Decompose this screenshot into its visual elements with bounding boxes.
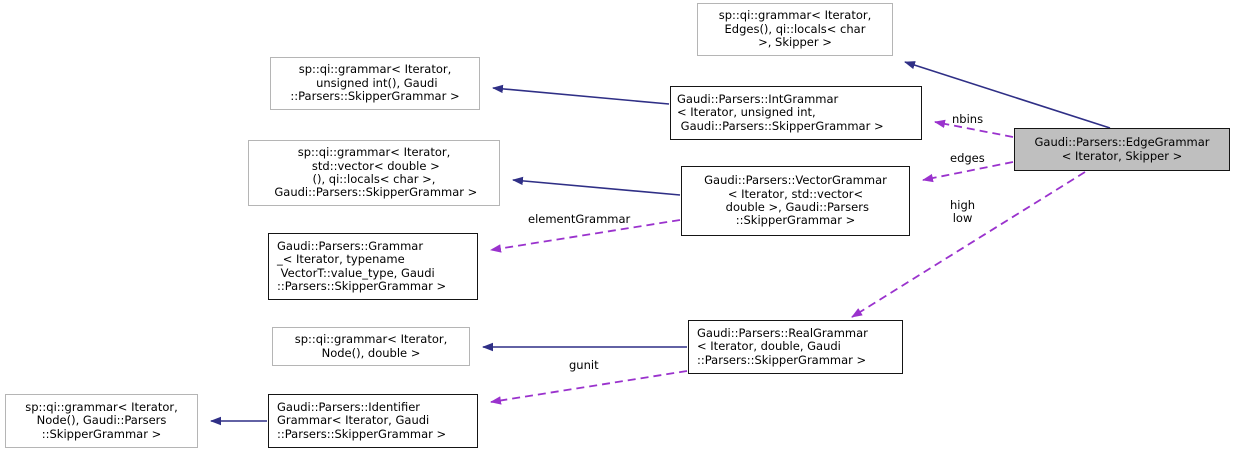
edge-label-element-grammar: elementGrammar <box>528 212 631 226</box>
class-node-vector-grammar[interactable]: Gaudi::Parsers::VectorGrammar < Iterator… <box>681 166 910 236</box>
class-node-qi-grammar-node-double[interactable]: sp::qi::grammar< Iterator, Node(), doubl… <box>272 327 470 366</box>
inheritance-edge-vectorgrammar-to-qigrammar-vector <box>512 176 681 196</box>
class-node-identifier-grammar[interactable]: Gaudi::Parsers::Identifier Grammar< Iter… <box>268 394 478 448</box>
class-node-int-grammar[interactable]: Gaudi::Parsers::IntGrammar < Iterator, u… <box>670 86 922 140</box>
class-node-qi-grammar-vector-double[interactable]: sp::qi::grammar< Iterator, std::vector< … <box>248 140 500 206</box>
usage-edge-gunit <box>490 370 688 405</box>
class-node-qi-grammar-edges[interactable]: sp::qi::grammar< Iterator, Edges(), qi::… <box>697 3 893 56</box>
inheritance-edge-edgegrammar-to-qigrammar-edges <box>904 61 1111 129</box>
edge-label-edges: edges <box>950 151 985 165</box>
inheritance-edge-intgrammar-to-qigrammar-uint <box>492 84 670 105</box>
class-node-grammar-underscore[interactable]: Gaudi::Parsers::Grammar _< Iterator, typ… <box>268 233 478 300</box>
class-node-edge-grammar-current[interactable]: Gaudi::Parsers::EdgeGrammar < Iterator, … <box>1014 128 1230 171</box>
edge-label-high-low: high low <box>950 198 976 226</box>
class-node-real-grammar[interactable]: Gaudi::Parsers::RealGrammar < Iterator, … <box>688 320 903 374</box>
edge-label-gunit: gunit <box>569 358 599 372</box>
class-node-qi-grammar-unsigned-int[interactable]: sp::qi::grammar< Iterator, unsigned int(… <box>270 57 480 110</box>
edge-label-nbins: nbins <box>952 112 984 126</box>
class-node-qi-grammar-node-skipper[interactable]: sp::qi::grammar< Iterator, Node(), Gaudi… <box>5 394 198 448</box>
